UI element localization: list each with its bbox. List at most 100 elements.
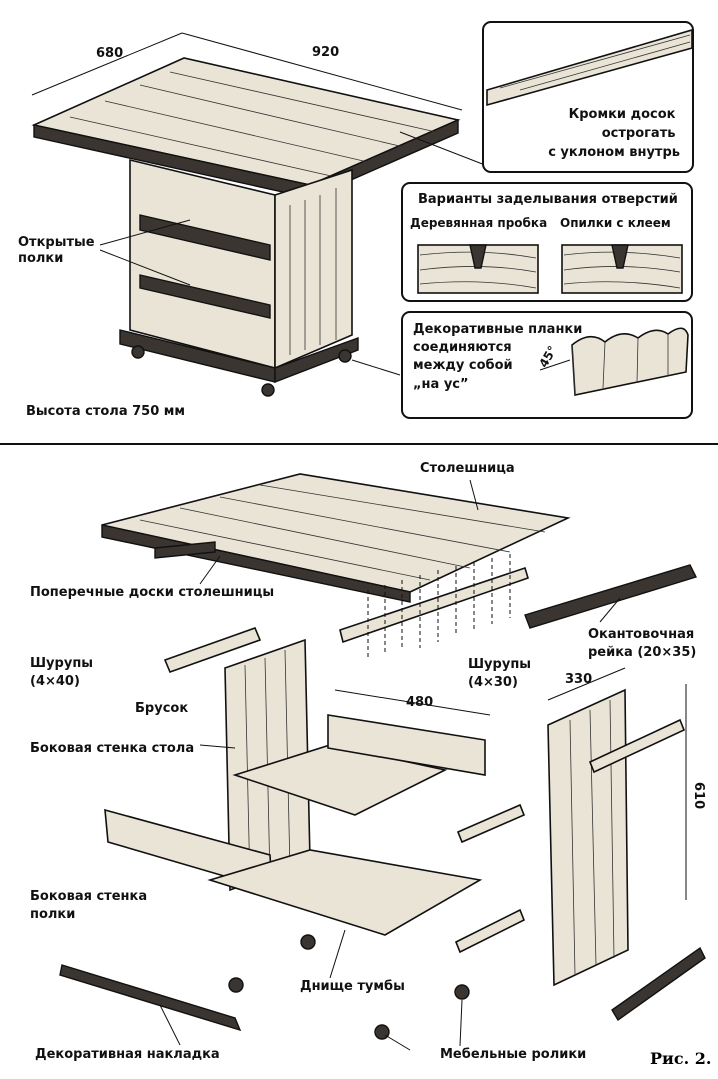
caster-3 <box>338 349 352 363</box>
dim-610-label: 610 <box>691 782 706 809</box>
bar-label: Брусок <box>135 701 188 716</box>
screws-40-label: Шурупы (4×40) <box>30 656 98 689</box>
cabinet-side <box>274 168 353 370</box>
leader-caster-1 <box>384 1034 411 1051</box>
caster-1 <box>131 345 145 359</box>
callout-planks-line-1: Декоративные планки <box>413 322 582 337</box>
callout-edges-text: Кромки досок острогать с уклоном внутрь <box>548 107 680 160</box>
exploded-tabletop-grain <box>139 484 546 581</box>
screws-30-line-1: Шурупы <box>468 657 531 672</box>
callout-holes-wood-label: Деревянная пробка <box>410 216 547 230</box>
cross-boards-label: Поперечные доски столешницы <box>30 585 274 600</box>
leader-edging <box>599 597 621 623</box>
bar-right-2 <box>454 908 526 954</box>
edging-label: Окантовочная рейка (20×35) <box>588 627 699 660</box>
casters-label: Мебельные ролики <box>440 1047 586 1062</box>
caster-c <box>454 984 470 1000</box>
bar-top-left <box>163 626 262 674</box>
caster-d <box>374 1024 390 1040</box>
callout-holes-title: Варианты заделывания отверстий <box>418 192 678 207</box>
glue-plug-icon <box>611 244 629 269</box>
cabinet-bottom <box>207 849 483 936</box>
cabinet-front <box>129 158 276 370</box>
screws-40-line-1: Шурупы <box>30 656 93 671</box>
decorative-plank-icon <box>571 327 689 396</box>
side-wall-shelf-line-2: полки <box>30 907 75 922</box>
edging-line-2: рейка (20×35) <box>588 645 696 660</box>
edging-rail <box>524 564 697 629</box>
decor-strip-left <box>59 964 242 1032</box>
figure-caption: Рис. 2. <box>650 1049 711 1068</box>
dim-330-label: 330 <box>565 672 592 687</box>
screws-30-line-2: (4×30) <box>468 675 518 690</box>
bar-right-1 <box>456 803 526 844</box>
bar-480 <box>327 714 486 776</box>
shelf-upper <box>139 214 271 261</box>
side-wall-right-grain <box>569 699 615 976</box>
callout-edges: Кромки досок острогать с уклоном внутрь <box>482 21 694 173</box>
leader-cross-boards <box>199 555 221 585</box>
dim-line-width <box>181 32 463 111</box>
callout-edges-line-3: с уклоном внутрь <box>548 145 680 160</box>
open-shelves-line-1: Открытые <box>18 235 95 250</box>
tabletop-surface <box>31 57 461 186</box>
callout-planks-line-3: между собой <box>413 358 513 373</box>
bar-right-top <box>588 718 686 774</box>
dim-width-label: 920 <box>312 45 339 60</box>
exploded-tabletop-edge <box>101 524 411 603</box>
angle-line <box>539 359 571 371</box>
edging-line-1: Окантовочная <box>588 627 694 642</box>
screws-30-label: Шурупы (4×30) <box>468 657 536 690</box>
leader-tabletop <box>469 479 479 511</box>
callout-holes-glue-label: Опилки с клеем <box>560 216 671 230</box>
base-side-strip <box>274 337 359 384</box>
dim-480-label: 480 <box>406 695 433 710</box>
tabletop-label: Столешница <box>420 461 515 476</box>
wood-plug-icon <box>469 244 487 269</box>
leader-caster-2 <box>459 999 463 1047</box>
assembled-table: 680 920 Открытые полки Высота стола 750 … <box>18 32 486 419</box>
screws-row-tabletop <box>367 554 511 660</box>
leader-shelf-2 <box>99 249 191 286</box>
shelf-board <box>232 744 448 816</box>
decor-strip-right <box>611 946 706 1022</box>
side-wall-shelf-label: Боковая стенка полки <box>30 889 152 922</box>
table-height-label: Высота стола 750 мм <box>26 404 185 419</box>
cross-board-2 <box>339 566 529 644</box>
leader-side-wall <box>199 744 236 749</box>
callout-edges-grain <box>499 34 691 91</box>
decorative-plank-ridges <box>571 334 669 396</box>
dim-depth-label: 680 <box>96 46 123 61</box>
side-wall-right <box>547 688 629 987</box>
callout-planks-text: Декоративные планки соединяются между со… <box>413 322 587 392</box>
cross-board-1 <box>154 541 216 559</box>
callout-edges-line-1: Кромки досок <box>569 107 676 122</box>
callout-planks-line-4: „на ус” <box>413 377 469 392</box>
side-wall-table-label: Боковая стенка стола <box>30 741 194 756</box>
dim-330-line <box>547 667 626 701</box>
tabletop-grain <box>69 71 437 179</box>
caster-a <box>300 934 316 950</box>
screws-40-line-2: (4×40) <box>30 674 80 689</box>
dim-480-line <box>334 689 491 716</box>
leader-shelf-1 <box>99 219 191 246</box>
leader-bottom <box>329 929 346 979</box>
side-wall-shelf-line-1: Боковая стенка <box>30 889 147 904</box>
exploded-view: 480 330 610 Столешница По <box>30 461 711 1068</box>
caster-b <box>228 977 244 993</box>
caster-2 <box>261 383 275 397</box>
cabinet-side-grain <box>289 188 337 355</box>
open-shelves-line-2: полки <box>18 251 63 266</box>
callout-holes: Варианты заделывания отверстий Деревянна… <box>401 182 693 302</box>
dim-line-depth <box>31 32 183 96</box>
leader-planks <box>351 359 401 376</box>
exploded-tabletop <box>101 473 571 593</box>
callout-planks: Декоративные планки соединяются между со… <box>401 311 693 419</box>
leader-decor <box>159 1004 181 1046</box>
cabinet-bottom-label: Днище тумбы <box>300 979 405 994</box>
decor-strip-label: Декоративная накладка <box>35 1047 220 1062</box>
shelf-lower <box>139 274 271 319</box>
callout-edges-line-2: острогать <box>602 126 676 141</box>
